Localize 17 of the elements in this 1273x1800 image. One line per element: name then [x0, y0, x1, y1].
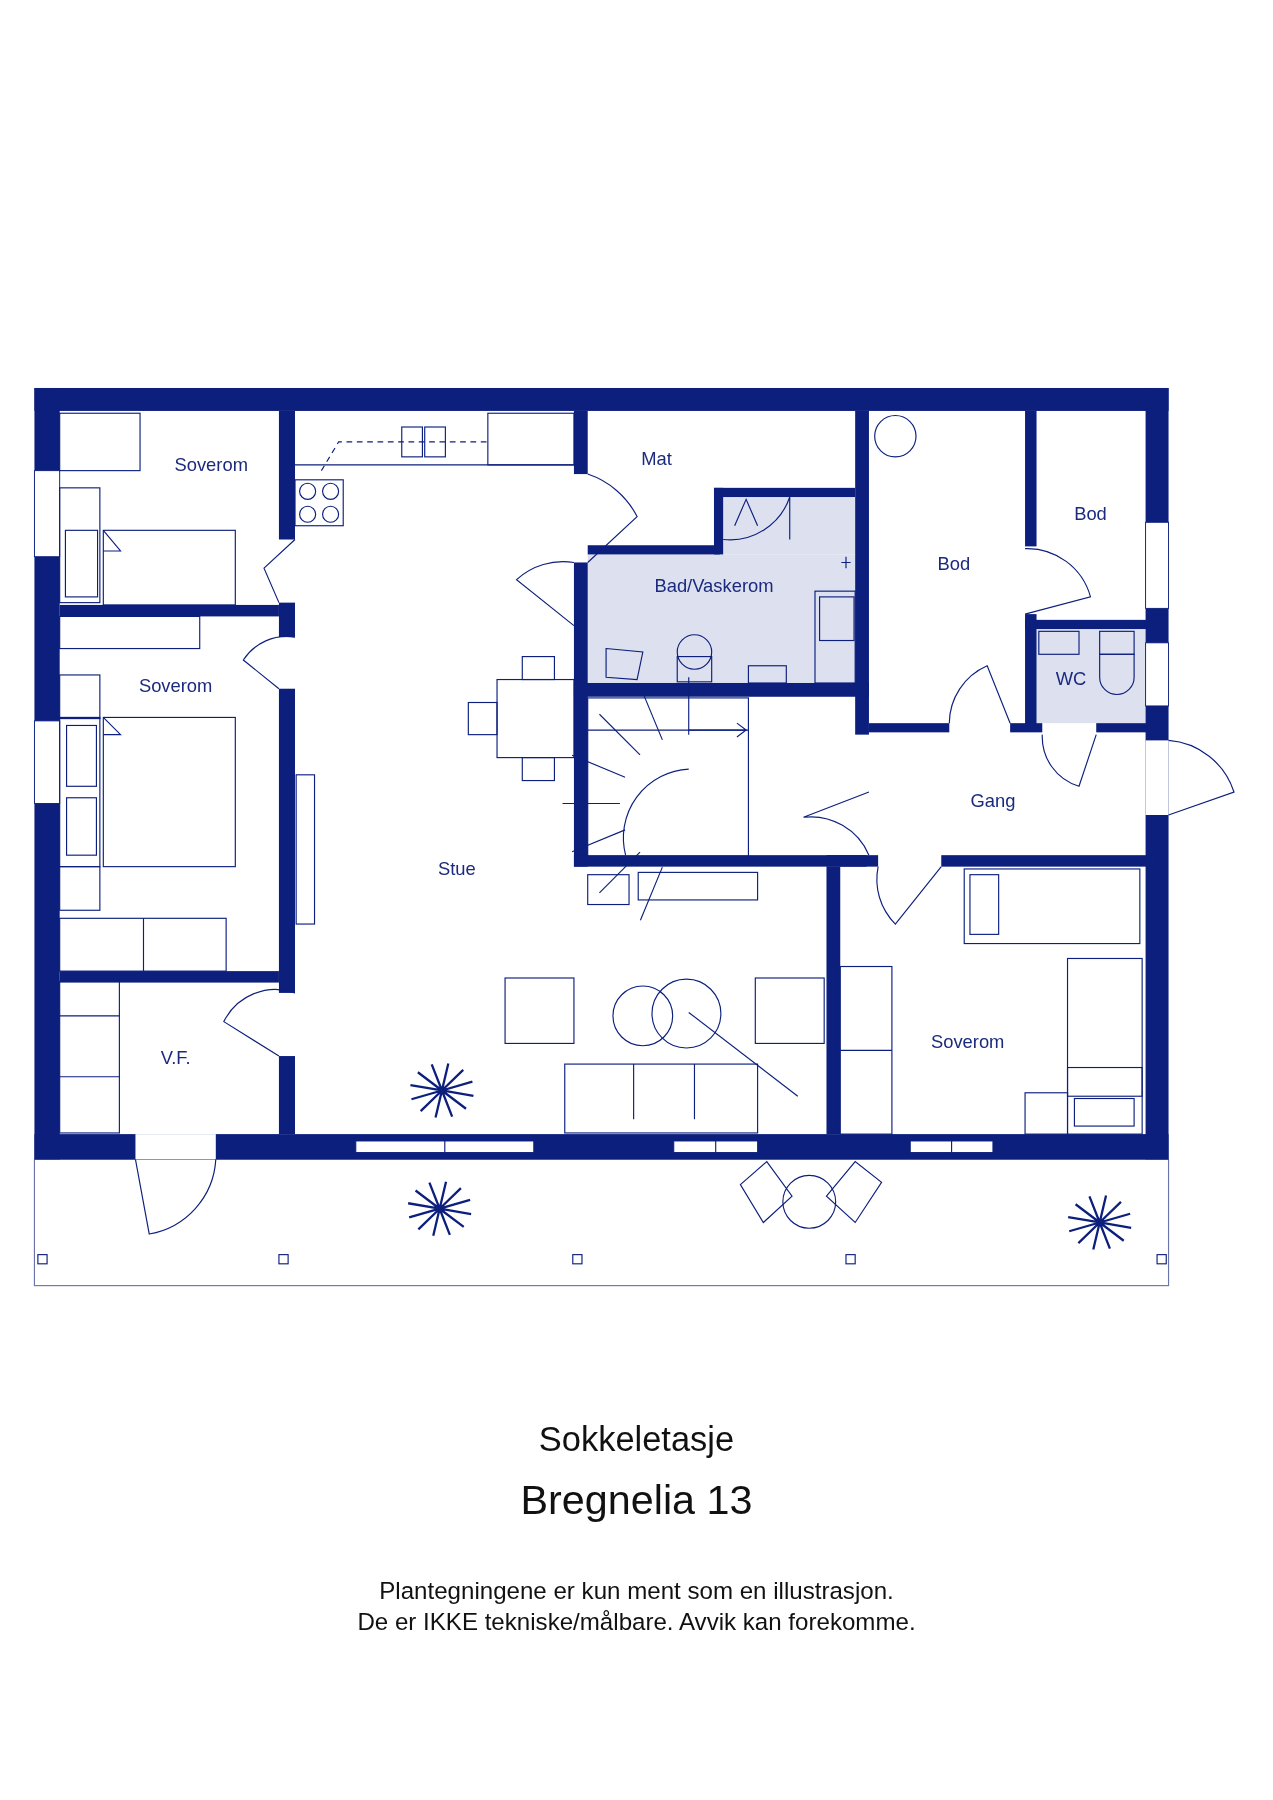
room-label: Bod — [937, 554, 971, 576]
room-label: Mat — [641, 448, 672, 470]
room-label: Soverom — [930, 1031, 1005, 1053]
plan-title: Bregnelia 13 — [520, 1476, 753, 1525]
room-label: Soverom — [174, 454, 248, 476]
disclaimer-note: Plantegningene er kun ment som en illustrasjon. — [379, 1577, 894, 1606]
room-label: Stue — [437, 858, 476, 880]
room-label: WC — [1055, 669, 1087, 690]
room-label: Bod — [1074, 503, 1107, 525]
room-label: Bad/Vaskerom — [654, 576, 774, 597]
room-label: Gang — [970, 790, 1016, 812]
wet-room-floor — [1036, 629, 1146, 724]
wet-room-floor — [587, 554, 856, 683]
disclaimer-note: De er IKKE tekniske/målbare. Avvik kan forekomme. — [357, 1608, 916, 1637]
room-label: Soverom — [138, 676, 213, 697]
room-label: V.F. — [160, 1048, 191, 1069]
plan-title: Sokkeletasje — [538, 1419, 735, 1459]
